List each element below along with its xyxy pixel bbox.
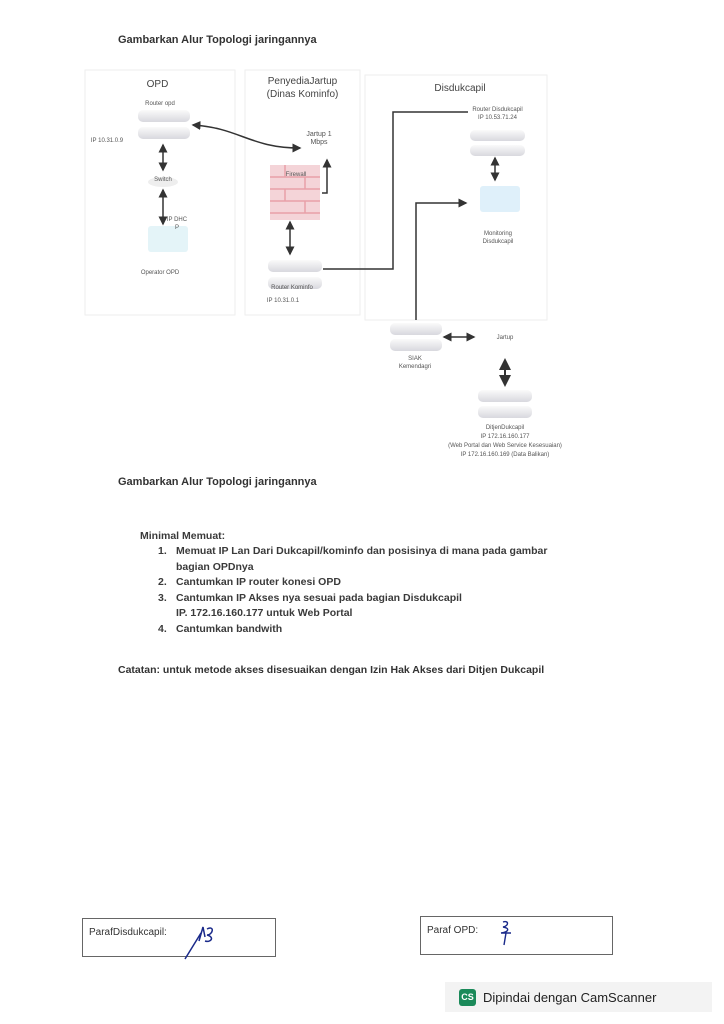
router-disdukcapil-icon xyxy=(470,130,525,156)
router-kominfo-label: Router Kominfo xyxy=(271,285,313,291)
kominfo-panel xyxy=(244,69,361,316)
section-title: Gambarkan Alur Topologi jaringannya xyxy=(118,476,317,488)
kominfo-header-2: (Dinas Kominfo) xyxy=(266,89,339,100)
list-item: 1.Memuat IP Lan Dari Dukcapil/kominfo da… xyxy=(158,545,548,557)
ditjen-ip-2: IP 172.16.160.169 (Data Balikan) xyxy=(460,452,550,458)
router-disdukcapil-ip: IP 10.53.71.24 xyxy=(478,115,517,121)
note: Catatan: untuk metode akses disesuaikan … xyxy=(118,664,545,676)
list-item: 3.Cantumkan IP Akses nya sesuai pada bag… xyxy=(158,591,462,604)
list-item: 4.Cantumkan bandwith xyxy=(158,622,283,635)
ditjen-name: DitjenDukcapil xyxy=(485,425,525,431)
siak-label: SIAK Kemendagri xyxy=(398,356,432,370)
firewall-label: Firewall xyxy=(285,172,307,178)
monitoring-label: Monitoring Disdukcapil xyxy=(482,231,514,245)
disdukcapil-header: Disdukcapil xyxy=(434,83,486,94)
pc-opd-icon xyxy=(148,226,188,252)
page-title: Gambarkan Alur Topologi jaringannya xyxy=(118,34,317,46)
kominfo-header-1: PenyediaJartup xyxy=(267,76,338,87)
ditjen-ip-1: IP 172.16.160.177 xyxy=(480,434,530,440)
dhcp-label: IP DHC P xyxy=(166,217,188,231)
camscanner-watermark: CS Dipindai dengan CamScanner xyxy=(445,982,712,1012)
ditjen-desc: (Web Portal dan Web Service Kesesuaian) xyxy=(448,443,562,449)
opd-panel xyxy=(84,69,236,316)
signature-box-disdukcapil: ParafDisdukcapil: xyxy=(82,918,276,960)
requirements-list: 1.Memuat IP Lan Dari Dukcapil/kominfo da… xyxy=(158,544,598,637)
router-opd-ip: IP 10.31.0.9 xyxy=(90,138,124,144)
list-item: 2.Cantumkan IP router konesi OPD xyxy=(158,576,341,588)
router-kominfo-icon xyxy=(268,260,322,289)
disdukcapil-panel xyxy=(364,74,548,321)
topology-diagram xyxy=(84,69,548,418)
router-kominfo-ip: IP 10.31.0.1 xyxy=(266,298,300,304)
camscanner-logo-icon: CS xyxy=(459,988,476,1006)
handwritten-initial xyxy=(500,920,511,946)
list-item-cont: bagian OPDnya xyxy=(176,560,254,573)
operator-opd-label: Operator OPD xyxy=(140,270,180,276)
requirements-heading: Minimal Memuat: xyxy=(140,530,226,542)
firewall-icon xyxy=(270,165,320,220)
router-opd-label: Router opd xyxy=(145,101,175,107)
router-opd-icon xyxy=(138,110,190,139)
monitoring-pc-icon xyxy=(480,186,520,212)
signature-label: Paraf OPD: xyxy=(427,925,479,936)
signature-label: ParafDisdukcapil: xyxy=(89,927,167,938)
switch-icon xyxy=(148,177,178,187)
router-disdukcapil-label: Router Disdukcapil xyxy=(472,107,523,113)
siak-server-icon xyxy=(390,323,442,351)
ditjen-server-icon xyxy=(478,390,532,418)
jartup-label: Jartup xyxy=(496,335,514,341)
signature-box-opd: Paraf OPD: xyxy=(420,916,613,955)
list-item-cont: IP. 172.16.160.177 untuk Web Portal xyxy=(176,607,353,619)
watermark-text: Dipindai dengan CamScanner xyxy=(483,989,657,1005)
opd-header: OPD xyxy=(146,79,169,90)
handwritten-initial xyxy=(184,926,213,960)
switch-label: Switch xyxy=(154,177,172,183)
jartup-bandwidth-label: Jartup 1 Mbps xyxy=(306,131,332,146)
